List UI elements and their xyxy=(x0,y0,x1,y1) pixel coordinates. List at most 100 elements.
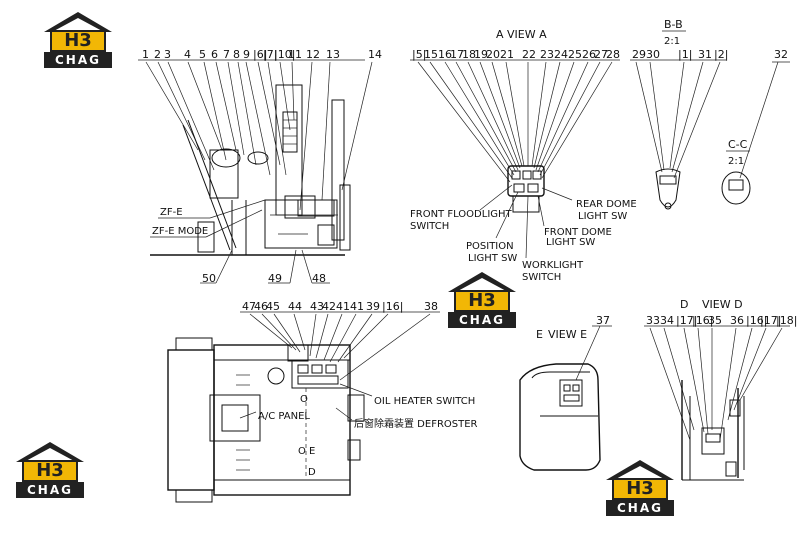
label-worklight: WORKLIGHT xyxy=(522,260,584,271)
callout-bb-2: |1| xyxy=(678,48,692,61)
logo-roof-icon xyxy=(606,460,674,480)
callout-side-3: 4 xyxy=(184,48,191,61)
callout-side-7: 8 xyxy=(233,48,240,61)
view-e-letter: E xyxy=(536,328,543,341)
side-bottom-callouts: 50 49 48 xyxy=(202,272,326,285)
callout-bb-4: |2| xyxy=(714,48,728,61)
callout-side-14: 13 xyxy=(326,48,340,61)
callout-view_d-1: 34 xyxy=(660,314,674,327)
logo-mark: H3 xyxy=(22,460,78,482)
callout-plan-5: 42 xyxy=(322,300,336,313)
logo-band: CHAG xyxy=(448,312,516,328)
section-bb-title: B-B xyxy=(664,18,683,31)
section-cc-scale: 2:1 xyxy=(728,156,744,167)
callout-plan-4: 43 xyxy=(310,300,324,313)
callout-view_d-7: |17| xyxy=(760,314,781,327)
callout-side-8: 9 xyxy=(243,48,250,61)
callout-view_a-8: 22 xyxy=(522,48,536,61)
label-position-light: POSITION xyxy=(466,241,514,252)
callout-side-11: |10| xyxy=(274,48,295,61)
callout-view_d-2: |17| xyxy=(676,314,697,327)
callout-view_a-10: 24 xyxy=(554,48,568,61)
label-ac-panel: A/C PANEL xyxy=(258,411,310,422)
logo-roof-icon xyxy=(44,12,112,32)
plan-label-o: O xyxy=(300,394,308,405)
view-e: E VIEW E 37 xyxy=(519,314,612,471)
label-front-dome-2: LIGHT SW xyxy=(546,237,595,248)
callout-view_a-1: 15 xyxy=(424,48,438,61)
plan-label-e: O E xyxy=(298,446,315,457)
callout-view_a-3: 17 xyxy=(450,48,464,61)
label-oil-heater: OIL HEATER SWITCH xyxy=(374,396,475,407)
brand-logo-bottom-left: H3 CHAG xyxy=(14,440,86,502)
label-position-light-2: LIGHT SW xyxy=(468,253,517,264)
callout-plan-9: |16| xyxy=(382,300,403,313)
label-zf-e: ZF-E xyxy=(160,207,183,218)
brand-logo-top-left: H3 CHAG xyxy=(42,10,114,72)
callout-view_a-9: 23 xyxy=(540,48,554,61)
callout-view_d-5: 36 xyxy=(730,314,744,327)
callout-side-10: |7| xyxy=(263,48,277,61)
callout-view_a-14: 28 xyxy=(606,48,620,61)
callout-side-13: 12 xyxy=(306,48,320,61)
callout-view_d-8: |18| xyxy=(776,314,797,327)
callout-side-6: 7 xyxy=(223,48,230,61)
logo-band: CHAG xyxy=(44,52,112,68)
callout-cc-0: 32 xyxy=(774,48,788,61)
section-bb-scale: 2:1 xyxy=(664,36,680,47)
callout-plan-7: 41 xyxy=(350,300,364,313)
callout-side_bottom-1: 49 xyxy=(268,272,282,285)
callout-view_d-0: 33 xyxy=(646,314,660,327)
callout-view_a-2: 16 xyxy=(438,48,452,61)
label-rear-dome-2: LIGHT SW xyxy=(578,211,627,222)
callout-plan-6: 41 xyxy=(336,300,350,313)
logo-mark: H3 xyxy=(454,290,510,312)
callout-side-1: 2 xyxy=(154,48,161,61)
callout-side-0: 1 xyxy=(142,48,149,61)
callout-plan-0: 47 xyxy=(242,300,256,313)
section-c-c: C-C 2:1 32 xyxy=(721,48,790,205)
callout-view_a-11: 25 xyxy=(568,48,582,61)
logo-roof-icon xyxy=(16,442,84,462)
label-rear-dome: REAR DOME xyxy=(576,199,637,210)
callout-plan-8: 39 xyxy=(366,300,380,313)
callout-plan-3: 44 xyxy=(288,300,302,313)
section-cc-title: C-C xyxy=(728,138,748,151)
logo-band: CHAG xyxy=(16,482,84,498)
callout-bb-1: 30 xyxy=(646,48,660,61)
callout-side-12: 11 xyxy=(288,48,302,61)
callout-side_bottom-0: 50 xyxy=(202,272,216,285)
callout-view_d-6: |16| xyxy=(746,314,767,327)
callout-view_a-7: 21 xyxy=(500,48,514,61)
callout-view_d-3: |16| xyxy=(692,314,713,327)
view-e-title: VIEW E xyxy=(548,328,587,341)
callout-plan-10: 38 xyxy=(424,300,438,313)
callout-side-5: 6 xyxy=(211,48,218,61)
callout-side-4: 5 xyxy=(199,48,206,61)
callout-view_a-0: |5| xyxy=(412,48,426,61)
logo-mark: H3 xyxy=(612,478,668,500)
label-front-floodlight-2: SWITCH xyxy=(410,221,449,232)
callout-view_a-5: 19 xyxy=(474,48,488,61)
logo-band: CHAG xyxy=(606,500,674,516)
callout-side-9: |6| xyxy=(253,48,267,61)
label-front-floodlight: FRONT FLOODLIGHT xyxy=(410,209,513,220)
label-defroster: 后窗除霜装置 DEFROSTER xyxy=(354,417,478,430)
brand-logo-bottom-right: H3 CHAG xyxy=(604,458,676,520)
callout-side_bottom-2: 48 xyxy=(312,272,326,285)
view-e-callout-numbers: 37 xyxy=(596,314,610,327)
label-worklight-2: SWITCH xyxy=(522,272,561,283)
callout-view_a-12: 26 xyxy=(582,48,596,61)
view-d-title: VIEW D xyxy=(702,298,743,311)
